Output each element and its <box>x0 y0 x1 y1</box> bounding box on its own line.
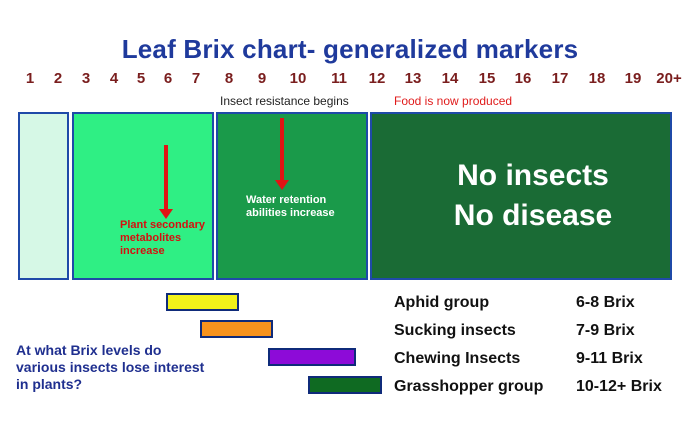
sucking-range-bar <box>200 320 273 338</box>
scale-tick: 13 <box>404 70 422 87</box>
scale-tick: 7 <box>191 70 201 87</box>
down-arrow-icon <box>159 209 173 219</box>
scale-tick: 5 <box>136 70 146 87</box>
scale-tick: 18 <box>588 70 606 87</box>
scale-tick: 16 <box>514 70 532 87</box>
red-arrow-shaft <box>280 118 284 182</box>
grasshopper-range-bar <box>308 376 382 394</box>
scale-tick: 8 <box>224 70 234 87</box>
aphid-range-bar <box>166 293 239 311</box>
brix-aphid: 6-8 Brix <box>576 294 635 311</box>
scale-tick: 1 <box>25 70 35 87</box>
scale-tick: 14 <box>441 70 459 87</box>
no-insects-line: No insects <box>457 159 609 192</box>
scale-tick: 6 <box>163 70 173 87</box>
brix-scale: 1 2 3 4 5 6 7 8 9 10 11 12 13 14 15 16 1… <box>0 70 700 90</box>
scale-tick: 3 <box>81 70 91 87</box>
brix-zone-metabolites <box>72 112 214 280</box>
insect-resistance-note: Insect resistance begins <box>220 94 349 108</box>
question-text: At what Brix levels do various insects l… <box>16 342 205 392</box>
group-chewing: Chewing Insects <box>394 350 521 367</box>
brix-sucking: 7-9 Brix <box>576 322 635 339</box>
scale-tick: 20+ <box>656 70 682 87</box>
brix-zone-no-insects <box>370 112 672 280</box>
no-insects-text: No insects No disease <box>420 156 646 236</box>
group-aphid: Aphid group <box>394 294 490 311</box>
scale-tick: 2 <box>53 70 63 87</box>
brix-zone-low <box>18 112 69 280</box>
brix-chewing: 9-11 Brix <box>576 350 643 367</box>
scale-tick: 4 <box>109 70 119 87</box>
metabolites-label: Plant secondary metabolites increase <box>120 219 205 257</box>
food-produced-note: Food is now produced <box>394 94 513 108</box>
group-sucking: Sucking insects <box>394 322 516 339</box>
chart-title: Leaf Brix chart- generalized markers <box>121 34 579 64</box>
scale-tick: 11 <box>331 70 347 87</box>
water-retention-label: Water retention abilities increase <box>246 194 335 219</box>
scale-tick: 9 <box>257 70 267 87</box>
scale-tick: 15 <box>478 70 496 87</box>
scale-tick: 12 <box>368 70 386 87</box>
scale-tick: 17 <box>551 70 569 87</box>
group-grasshopper: Grasshopper group <box>394 378 544 395</box>
down-arrow-icon <box>275 180 289 190</box>
brix-zone-water-retention <box>216 112 368 280</box>
scale-tick: 19 <box>624 70 642 87</box>
brix-grasshopper: 10-12+ Brix <box>576 378 662 395</box>
red-arrow-shaft <box>164 145 168 211</box>
no-disease-line: No disease <box>453 199 613 232</box>
scale-tick: 10 <box>289 70 307 87</box>
chewing-range-bar <box>268 348 356 366</box>
